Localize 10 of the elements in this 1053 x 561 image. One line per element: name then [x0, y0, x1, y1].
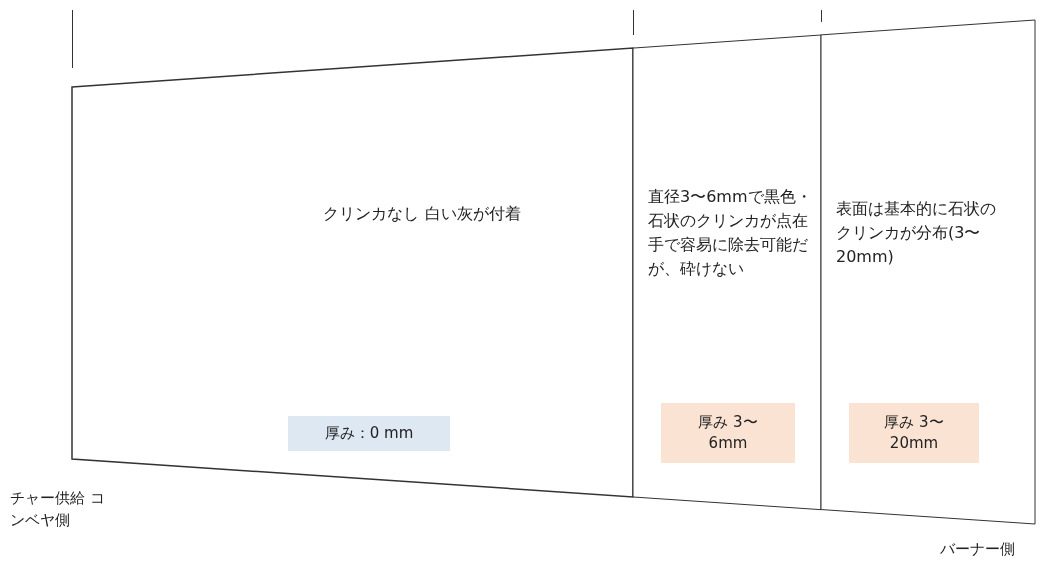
side-label: バーナー側 [940, 539, 1016, 560]
zone-description: 直径3〜6mmで黒色・石状のクリンカが点在手で容易に除去可能だが、砕けない [648, 186, 813, 280]
side-label: チャー供給 コンベヤ側 [10, 488, 106, 531]
thickness-label: 厚み 3〜20mm [849, 403, 979, 463]
zone-description: クリンカなし 白い灰が付着 [322, 203, 522, 225]
zone-area [821, 20, 1035, 524]
zone-description: 表面は基本的に石状のクリンカが分布(3〜20mm) [836, 198, 997, 268]
zone-area [633, 34, 821, 510]
thickness-label: 厚み 3〜6mm [661, 403, 795, 463]
thickness-label: 厚み：0 mm [288, 416, 450, 451]
